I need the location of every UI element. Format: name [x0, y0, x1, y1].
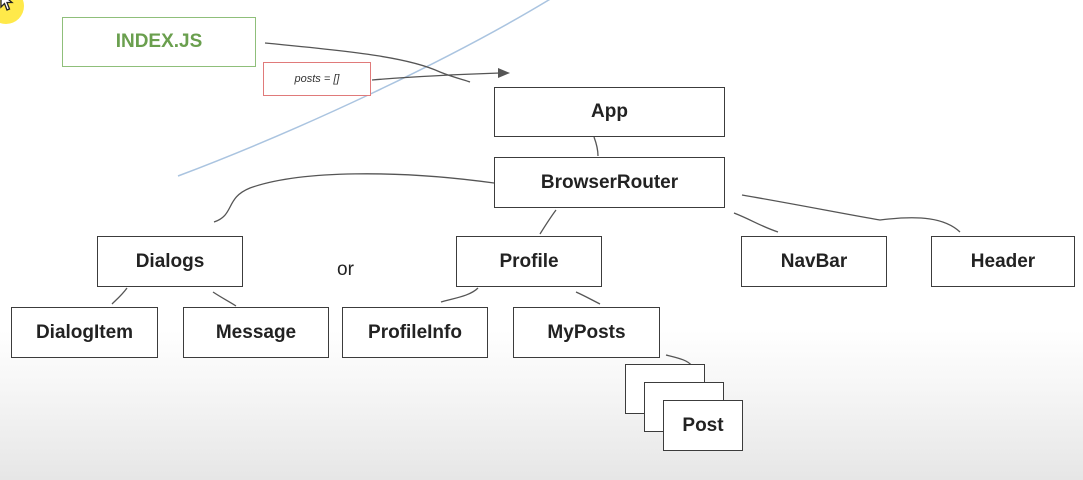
message-node: Message — [183, 307, 329, 358]
edge-index-to-app — [264, 42, 471, 83]
arrowhead — [498, 68, 510, 78]
app-node: App — [494, 87, 725, 137]
mouse-pointer-icon — [0, 0, 14, 11]
index-js-node: INDEX.JS — [62, 17, 256, 67]
header-node: Header — [931, 236, 1075, 287]
my-posts-node: MyPosts — [513, 307, 660, 358]
edge-router-to-navbar — [733, 212, 779, 233]
profile-node: Profile — [456, 236, 602, 287]
edge-router-to-header — [741, 194, 961, 233]
edge-state-to-app — [371, 72, 501, 81]
dialog-item-node: DialogItem — [11, 307, 158, 358]
edge-router-to-profile — [539, 209, 557, 235]
edge-app-to-router — [593, 136, 599, 157]
edge-profile-to-profileinfo — [440, 287, 479, 303]
cursor-highlight — [0, 0, 24, 24]
edge-profile-to-myposts — [575, 291, 601, 305]
dialogs-node: Dialogs — [97, 236, 243, 287]
browser-router-node: BrowserRouter — [494, 157, 725, 208]
post-node: Post — [663, 400, 743, 451]
edge-dialogs-to-dialogitem — [111, 287, 128, 305]
or-label: or — [337, 259, 354, 280]
navbar-node: NavBar — [741, 236, 887, 287]
divider-curve — [177, 0, 551, 177]
edge-dialogs-to-message — [212, 291, 237, 307]
edge-router-to-dialogs — [213, 173, 495, 223]
posts-state-node: posts = [] — [263, 62, 371, 96]
profile-info-node: ProfileInfo — [342, 307, 488, 358]
